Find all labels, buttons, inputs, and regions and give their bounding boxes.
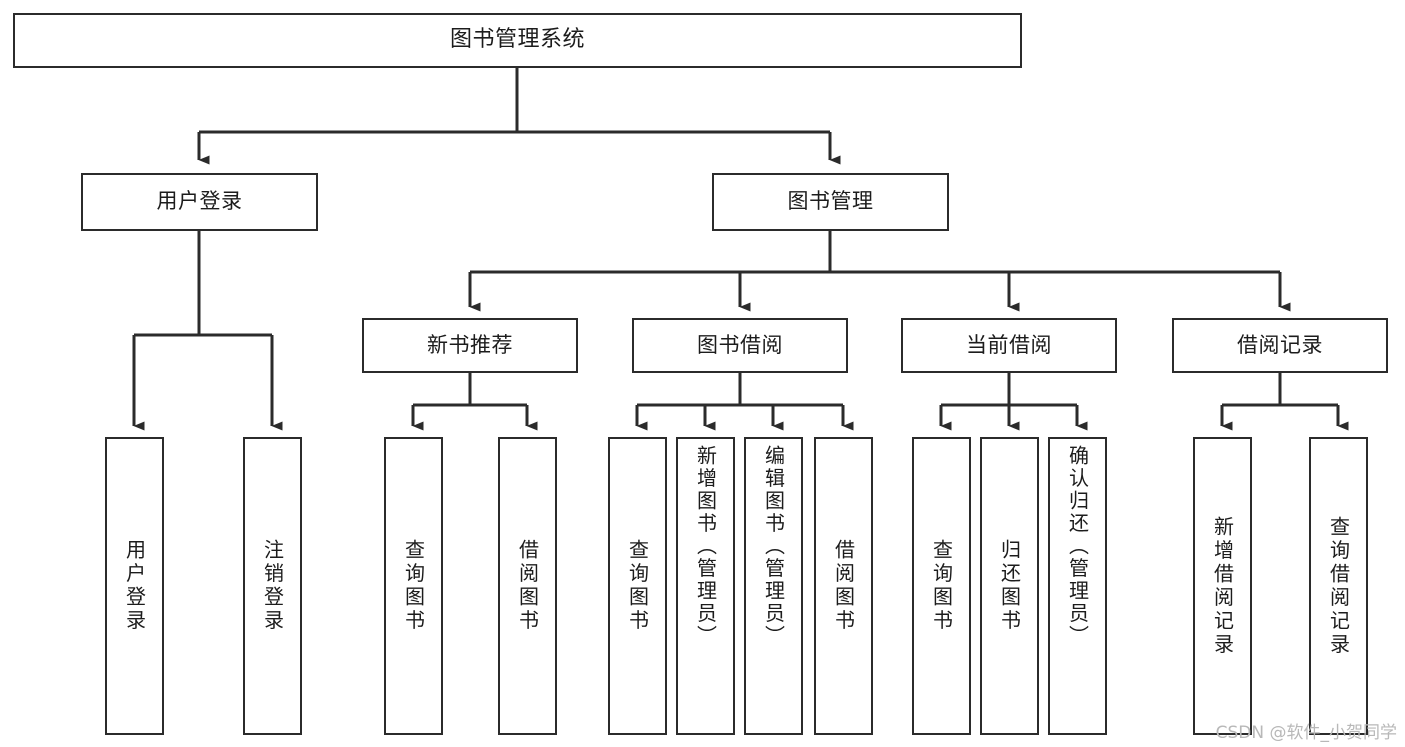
leaf-add-borrow-record[interactable]: 新增借阅记录 — [1193, 437, 1252, 735]
node-label: 查询图书 — [625, 539, 650, 633]
node-label: 注销登录 — [260, 539, 285, 633]
node-label: 图书管理系统 — [449, 27, 585, 53]
leaf-edit-book-admin[interactable]: 编辑图书（管理员） — [744, 437, 803, 735]
leaf-query-book-current[interactable]: 查询图书 — [912, 437, 971, 735]
node-label: 图书借阅 — [697, 332, 783, 357]
edge-root-to-level2 — [197, 68, 841, 165]
node-label: 编辑图书（管理员） — [761, 445, 786, 648]
edge-bookmgmt-to-level3 — [468, 231, 1291, 312]
leaf-query-book-borrow[interactable]: 查询图书 — [608, 437, 667, 735]
node-label: 用户登录 — [156, 189, 243, 214]
node-root-book-management-system[interactable]: 图书管理系统 — [13, 13, 1022, 68]
edge-borrow-to-leaves — [635, 373, 854, 431]
node-label: 当前借阅 — [966, 332, 1052, 357]
leaf-borrow-book[interactable]: 借阅图书 — [814, 437, 873, 735]
node-label: 图书管理 — [787, 189, 874, 214]
leaf-logout-login[interactable]: 注销登录 — [243, 437, 302, 735]
leaf-add-book-admin[interactable]: 新增图书（管理员） — [676, 437, 735, 735]
leaf-user-login[interactable]: 用户登录 — [105, 437, 164, 735]
node-label: 借阅图书 — [831, 539, 856, 633]
node-label: 查询图书 — [401, 539, 426, 633]
node-label: 借阅记录 — [1237, 332, 1323, 357]
node-label: 用户登录 — [122, 539, 147, 633]
node-label: 新增借阅记录 — [1210, 515, 1235, 657]
node-label: 查询借阅记录 — [1326, 515, 1351, 657]
leaf-borrow-book-recommend[interactable]: 借阅图书 — [498, 437, 557, 735]
node-new-book-recommendation[interactable]: 新书推荐 — [362, 318, 578, 373]
leaf-query-borrow-record[interactable]: 查询借阅记录 — [1309, 437, 1368, 735]
node-book-management[interactable]: 图书管理 — [712, 173, 949, 231]
node-label: 借阅图书 — [515, 539, 540, 633]
node-user-login[interactable]: 用户登录 — [81, 173, 318, 231]
leaf-return-book[interactable]: 归还图书 — [980, 437, 1039, 735]
edge-newbook-to-leaves — [411, 373, 538, 431]
leaf-query-book-recommend[interactable]: 查询图书 — [384, 437, 443, 735]
leaf-confirm-return-admin[interactable]: 确认归还（管理员） — [1048, 437, 1107, 735]
node-label: 归还图书 — [997, 539, 1022, 633]
node-current-borrow[interactable]: 当前借阅 — [901, 318, 1117, 373]
node-label: 确认归还（管理员） — [1065, 445, 1090, 648]
csdn-watermark: CSDN @软件_小贺同学 — [1215, 723, 1397, 743]
edge-record-to-leaves — [1220, 373, 1349, 431]
node-label: 新增图书（管理员） — [693, 445, 718, 648]
node-label: 查询图书 — [929, 539, 954, 633]
node-borrow-record[interactable]: 借阅记录 — [1172, 318, 1388, 373]
node-book-borrow[interactable]: 图书借阅 — [632, 318, 848, 373]
edge-userlogin-to-leaves — [132, 231, 283, 431]
node-label: 新书推荐 — [427, 332, 513, 357]
edge-current-to-leaves — [939, 373, 1088, 431]
